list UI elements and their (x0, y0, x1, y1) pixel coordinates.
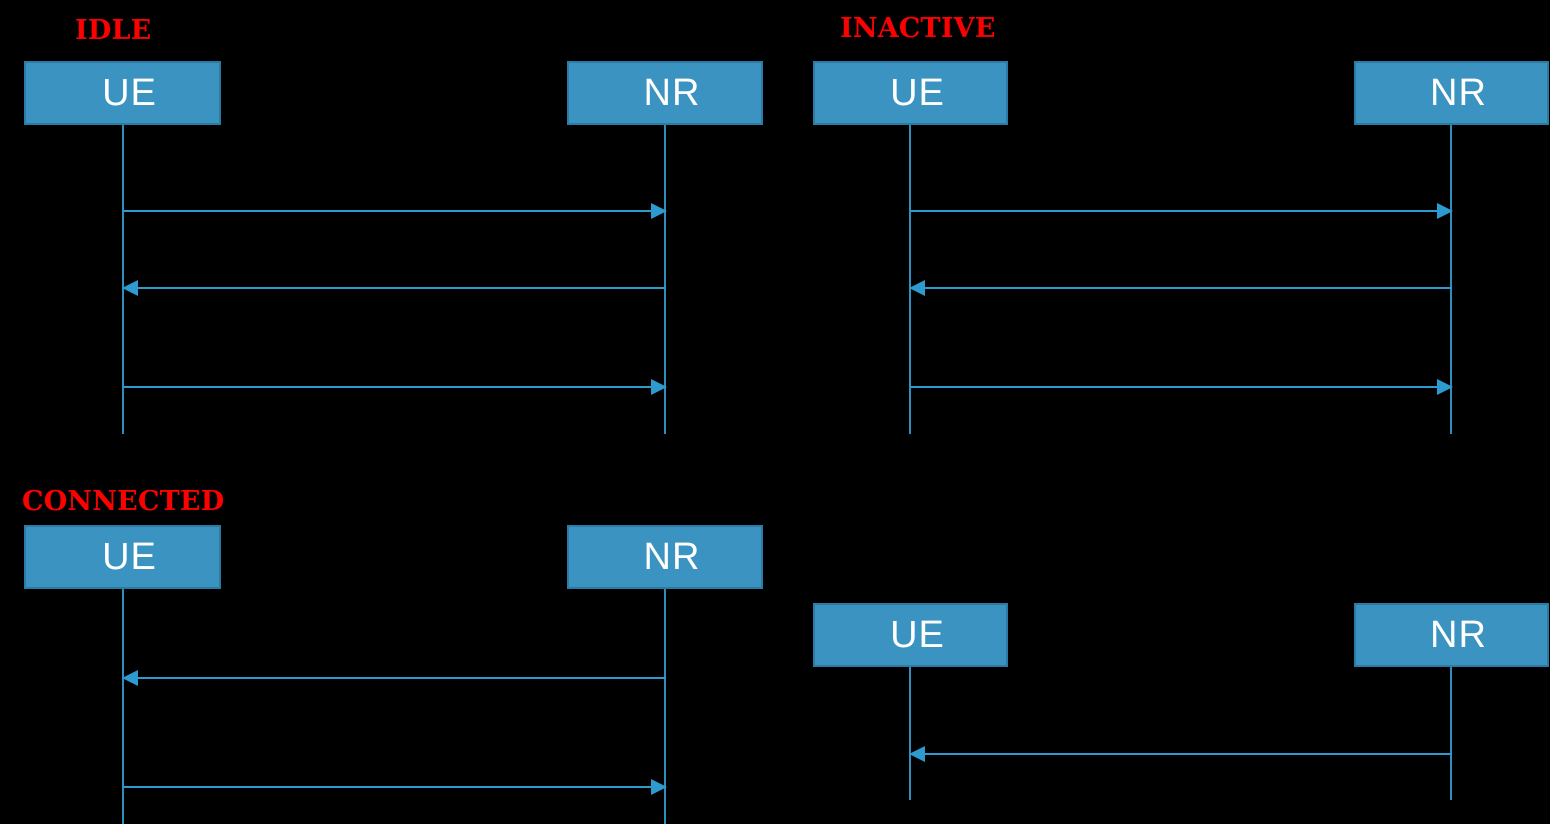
arrow-head-left-icon (909, 746, 925, 762)
message-arrow (122, 280, 666, 296)
lifeline-nr-fourth (1450, 667, 1452, 800)
arrow-head-right-icon (651, 379, 667, 395)
lifeline-nr-inactive (1450, 125, 1452, 434)
entity-box-nr-connected: NR (567, 525, 763, 589)
message-arrow (122, 670, 666, 686)
message-arrow (910, 379, 1453, 395)
arrow-head-left-icon (122, 670, 138, 686)
entity-label-ue: UE (102, 536, 157, 578)
state-title-connected: CONNECTED (22, 486, 225, 517)
arrow-head-right-icon (651, 203, 667, 219)
entity-box-ue-inactive: UE (813, 61, 1008, 125)
message-arrow (909, 280, 1452, 296)
entity-box-nr-inactive: NR (1354, 61, 1549, 125)
arrow-head-left-icon (122, 280, 138, 296)
entity-box-ue-fourth: UE (813, 603, 1008, 667)
state-title-idle: IDLE (75, 15, 152, 46)
lifeline-ue-inactive (909, 125, 911, 434)
entity-box-nr-fourth: NR (1354, 603, 1549, 667)
message-arrow (123, 203, 667, 219)
message-arrow (123, 779, 667, 795)
message-arrow (123, 379, 667, 395)
arrow-head-left-icon (909, 280, 925, 296)
entity-box-nr-idle: NR (567, 61, 763, 125)
lifeline-ue-idle (122, 125, 124, 434)
lifeline-ue-fourth (909, 667, 911, 800)
entity-label-nr: NR (643, 72, 701, 114)
lifeline-ue-connected (122, 589, 124, 824)
message-arrow (909, 746, 1452, 762)
entity-label-nr: NR (1430, 72, 1487, 114)
entity-label-ue: UE (890, 614, 945, 656)
lifeline-nr-idle (664, 125, 666, 434)
entity-label-ue: UE (102, 72, 157, 114)
entity-box-ue-idle: UE (24, 61, 221, 125)
entity-label-nr: NR (1430, 614, 1487, 656)
state-title-inactive: INACTIVE (840, 13, 996, 44)
lifeline-nr-connected (664, 589, 666, 824)
arrow-head-right-icon (1437, 379, 1453, 395)
entity-label-nr: NR (643, 536, 701, 578)
entity-box-ue-connected: UE (24, 525, 221, 589)
arrow-head-right-icon (1437, 203, 1453, 219)
message-arrow (910, 203, 1453, 219)
entity-label-ue: UE (890, 72, 945, 114)
arrow-head-right-icon (651, 779, 667, 795)
